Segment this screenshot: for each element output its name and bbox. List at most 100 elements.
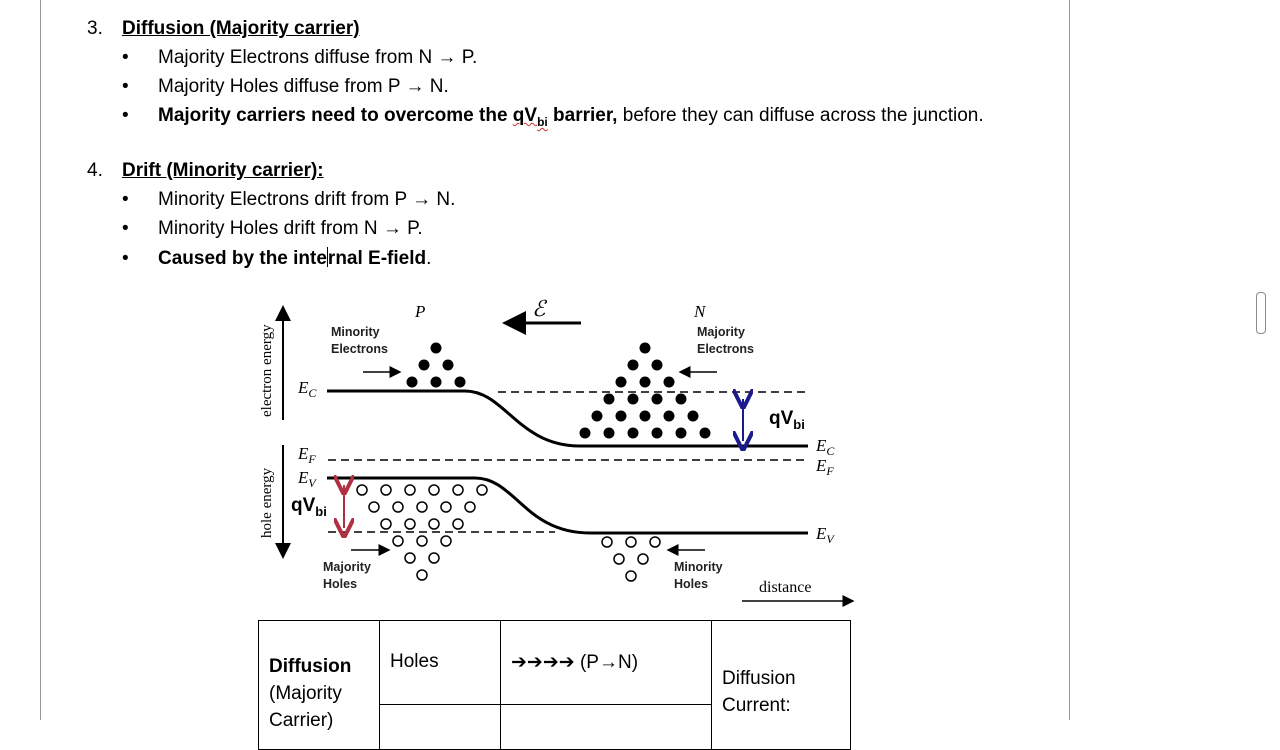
diffusion-subtitle: (Majority [269,683,342,704]
electron [430,376,442,388]
n-region-label: N [693,302,707,321]
ec-right-label: EC [815,436,835,458]
section-3-bullet-2: • Majority Holes diffuse from P → N. [122,76,449,98]
electron [699,427,711,439]
electron-dots [406,342,711,439]
hole [440,501,452,513]
electron [430,342,442,354]
hole [380,518,392,530]
electron [651,359,663,371]
hole [416,501,428,513]
electron [603,427,615,439]
hole [452,484,464,496]
distance-label: distance [759,579,811,596]
hole [637,553,649,565]
electron [615,410,627,422]
bi-subscript: bi [537,114,548,129]
vertical-scrollbar-thumb[interactable] [1256,292,1266,334]
valence-band-edge [327,476,808,535]
bullet-dot: • [122,218,129,239]
hole [649,536,661,548]
section-4-heading: Drift (Minority carrier): [122,160,324,181]
hole [404,484,416,496]
section-3-number: 3. [87,18,103,39]
ev-right-label: EV [815,524,835,546]
hole [625,536,637,548]
table-row: Diffusion (Majority Carrier) Holes ➔➔➔➔ … [258,620,851,750]
ec-left-label: EC [297,378,317,400]
electron [663,376,675,388]
hole [464,501,476,513]
diffusion-heading: Diffusion [269,656,352,677]
hole [613,553,625,565]
electron [675,393,687,405]
bullet-dot: • [122,105,129,126]
table-cell-empty [379,704,501,750]
majority-holes-label-2: Holes [323,577,357,591]
text-cursor [326,247,328,267]
hole-energy-label: hole energy [259,467,275,538]
hole [416,569,428,581]
electron [627,427,639,439]
qv-text: qV [512,105,538,126]
hole [392,501,404,513]
hole [380,484,392,496]
e-field-symbol: ℰ [532,296,548,321]
bullet-text: Minority Electrons drift from P → N. [158,189,456,210]
electron [675,427,687,439]
bullet-dot: • [122,76,129,97]
diffusion-subtitle-2: Carrier) [269,710,334,731]
hole-circles [356,484,661,582]
hole [404,552,416,564]
hole [601,536,613,548]
electron [454,376,466,388]
hole [404,518,416,530]
hole [476,484,488,496]
electron [579,427,591,439]
majority-electrons-label-1: Majority [697,325,745,339]
table-cell-direction: ➔➔➔➔ (P→N) [500,620,712,705]
electron [627,393,639,405]
hole [452,518,464,530]
electron [591,410,603,422]
bullet-text: before they can diffuse across the junct… [617,105,984,126]
bullet-dot: • [122,248,129,269]
majority-electrons-label-2: Electrons [697,342,754,356]
electron-energy-label: electron energy [259,324,275,417]
bullet-text: Minority Holes drift from N → P. [158,218,423,239]
hole [625,570,637,582]
hole [356,484,368,496]
electron [418,359,430,371]
electron [639,376,651,388]
minority-electrons-label-1: Minority [331,325,380,339]
hole [440,535,452,547]
p-region-label: P [414,302,425,321]
electron [442,359,454,371]
ef-right-label: EF [815,456,834,478]
table-cell-diffusion: Diffusion (Majority Carrier) [258,620,380,750]
section-3-heading: Diffusion (Majority carrier) [122,18,360,39]
bullet-text: Majority Holes diffuse from P → N. [158,76,449,97]
table-cell-empty [500,704,712,750]
electron [687,410,699,422]
bullet-bold-text: Majority carriers need to overcome the [158,105,513,126]
section-3-bullet-1: •Majority Electrons diffuse from N → P. [122,47,477,69]
table-cell-diffusion-current: Diffusion Current: [711,620,851,750]
electron [639,342,651,354]
conduction-band-edge [327,389,808,448]
section-4-number: 4. [87,160,103,181]
electron [615,376,627,388]
hole [428,484,440,496]
bullet-text: . [426,248,432,269]
hole [428,552,440,564]
bullet-bold-text: barrier, [547,105,618,126]
table-cell-holes: Holes [379,620,501,705]
minority-holes-label-2: Holes [674,577,708,591]
qvbi-upper-label: qVbi [769,408,805,432]
electron [627,359,639,371]
bullet-dot: • [122,47,129,68]
bullet-bold-text: rnal E-field [327,248,427,269]
ef-left-label: EF [297,444,316,466]
qvbi-lower-label: qVbi [291,495,327,519]
bullet-dot: • [122,189,129,210]
